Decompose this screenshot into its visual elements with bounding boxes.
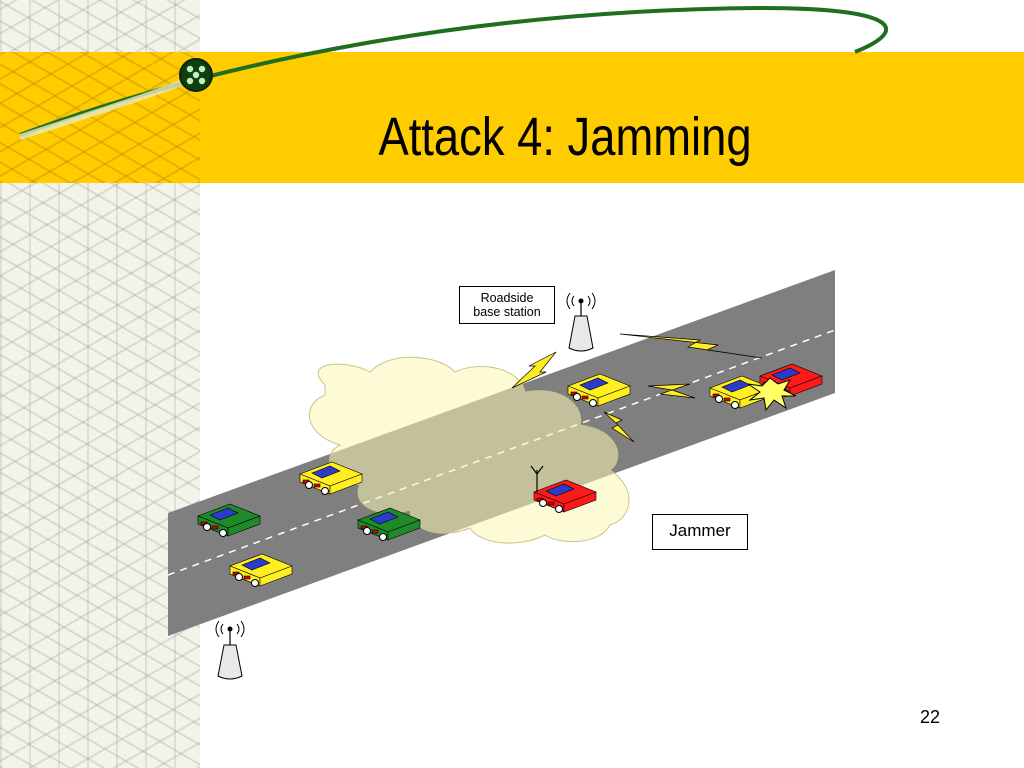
connector-knob-icon xyxy=(179,58,213,92)
roadside-base-station-icon xyxy=(215,620,245,680)
jammer-antenna-icon xyxy=(530,465,544,492)
lightning-bolt-icon xyxy=(603,411,635,443)
roadside-base-station-label: Roadside base station xyxy=(459,286,555,324)
slide-title: Attack 4: Jamming xyxy=(378,107,752,167)
roadside-label-line2: base station xyxy=(473,305,541,319)
title-band xyxy=(0,52,1024,183)
page-number: 22 xyxy=(919,707,941,727)
roadside-base-station-icon xyxy=(566,292,596,352)
jammer-label: Jammer xyxy=(652,514,748,550)
lightning-bolt-icon xyxy=(619,333,763,359)
swoosh-decoration xyxy=(19,5,888,140)
lightning-bolt-icon xyxy=(511,351,557,389)
collision-burst-icon xyxy=(747,377,797,412)
lightning-bolt-icon xyxy=(647,383,696,399)
roadside-label-line1: Roadside xyxy=(480,291,534,305)
